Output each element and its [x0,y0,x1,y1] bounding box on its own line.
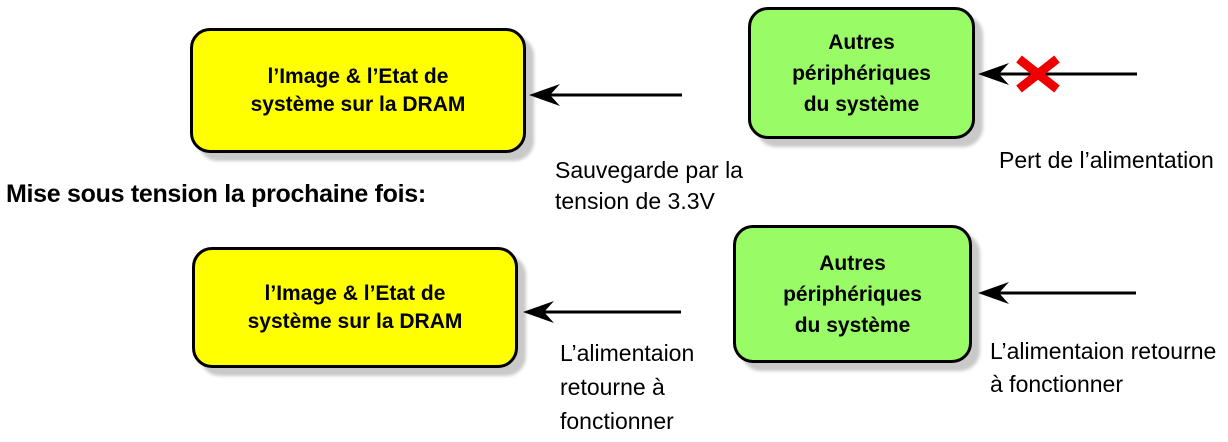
restore-power-arrow-peripherals-icon [978,282,1136,304]
dram-state-box-top: l’Image & l’Etat de système sur la DRAM [190,28,526,153]
peripherals-restore-label-line: L’alimentaion retourne [990,338,1217,364]
peripherals-box-top: Autres périphériques du système [748,7,975,139]
dram-state-box-bottom-text: l’Image & l’Etat de système sur la DRAM [248,280,463,336]
peripherals-restore-label-line: à fonctionner [990,371,1123,397]
peripherals-box-line: du système [794,313,911,337]
red-cross-icon [1016,55,1060,93]
peripherals-box-line: du système [803,92,920,116]
restore-power-arrow-dram-icon [523,301,681,323]
dram-restore-label-line: fonctionner [560,408,674,434]
dram-box-line: l’Image & l’Etat de [264,281,446,305]
peripherals-box-line: Autres [819,251,886,275]
peripherals-box-top-text: Autres périphériques du système [792,27,931,120]
dram-box-line: système sur la DRAM [247,309,463,333]
dram-restore-label: L’alimentaion retourne à fonctionner [560,336,694,438]
dram-box-line: système sur la DRAM [250,92,466,116]
peripherals-restore-label: L’alimentaion retourne à fonctionner [990,335,1216,401]
backup-voltage-label-line: Sauvegarde par la [555,157,743,183]
peripherals-box-line: Autres [828,30,895,54]
backup-voltage-label-line: tension de 3.3V [555,188,715,214]
peripherals-box-bottom-text: Autres périphériques du système [783,248,922,341]
peripherals-box-line: périphériques [792,61,931,85]
peripherals-box-bottom: Autres périphériques du système [733,225,972,363]
lost-power-arrow-icon [978,63,1137,85]
dram-state-box-bottom: l’Image & l’Etat de système sur la DRAM [192,247,518,368]
power-loss-label-text: Pert de l’alimentation [999,147,1214,173]
peripherals-box-line: périphériques [783,282,922,306]
dram-state-box-top-text: l’Image & l’Etat de système sur la DRAM [251,63,466,119]
backup-voltage-label: Sauvegarde par la tension de 3.3V [555,155,743,217]
dram-restore-label-line: L’alimentaion [560,340,695,366]
backup-power-arrow-icon [529,84,682,106]
dram-box-line: l’Image & l’Etat de [267,64,449,88]
dram-restore-label-line: retourne à [560,374,665,400]
power-loss-label: Pert de l’alimentation [999,146,1214,174]
next-power-on-heading: Mise sous tension la prochaine fois: [6,180,426,208]
